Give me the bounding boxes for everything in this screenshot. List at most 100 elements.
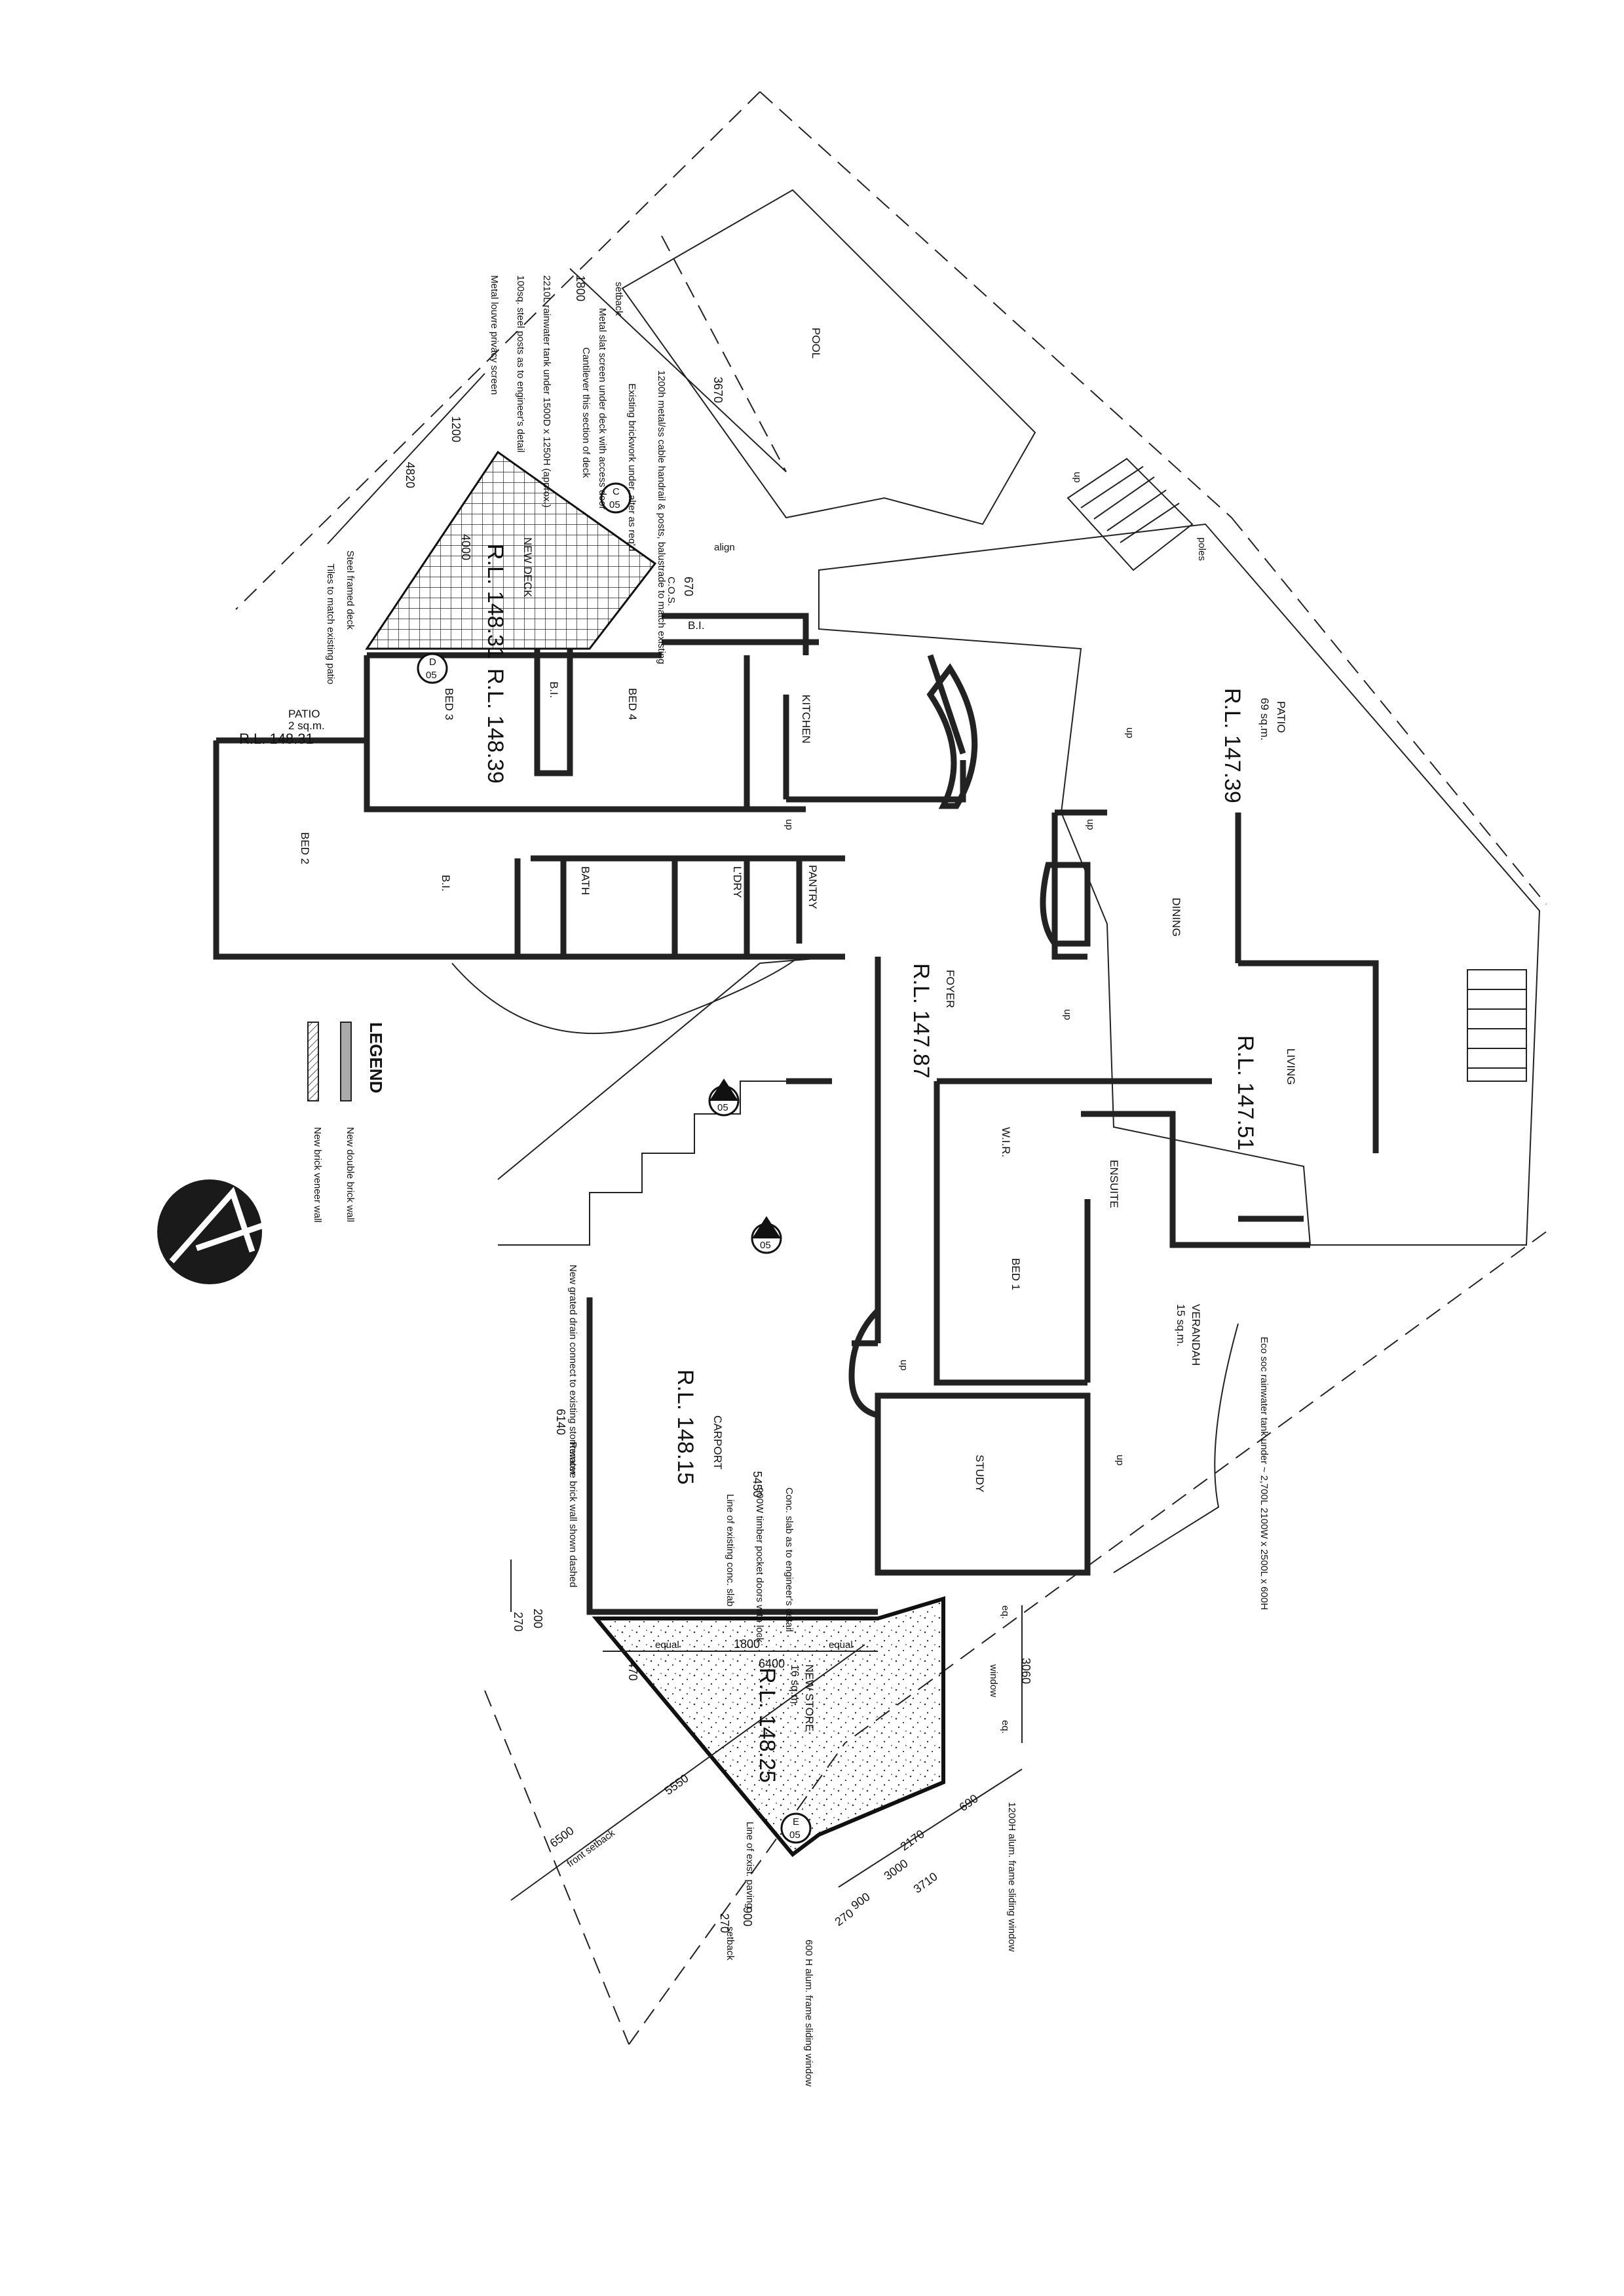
patio-main-rl: R.L. 147.39 <box>1220 688 1245 803</box>
living-stairs <box>1467 969 1527 1082</box>
bed3-rl: R.L. 148.39 <box>483 668 508 784</box>
note-drain: New grated drain connect to existing sto… <box>567 1265 578 1475</box>
note-posts: 100sq. steel posts as to engineer's deta… <box>515 275 526 453</box>
dining-bay <box>1040 862 1091 947</box>
bath-label: BATH <box>579 866 592 895</box>
north-arrow <box>157 1179 265 1284</box>
ensuite-label: ENSUITE <box>1108 1160 1120 1208</box>
section-marker-a <box>708 1079 740 1117</box>
section-d-letter: D <box>429 657 436 668</box>
bed3-label: BED 3 <box>443 688 455 720</box>
foyer-label: FOYER <box>944 970 956 1008</box>
dim-6140: 6140 <box>554 1409 567 1435</box>
patio-small-area: 2 sq.m. <box>288 719 325 732</box>
note-cantilever: Cantilever this section of deck <box>580 347 592 478</box>
wir-label: W.I.R. <box>1000 1127 1012 1157</box>
dining-label: DINING <box>1170 898 1182 937</box>
garden-arc <box>451 956 800 1035</box>
dim-1800-top: 1800 <box>574 275 587 301</box>
note-pocket-doors: 900W timber pocket doors with lock <box>754 1487 765 1643</box>
dim-4000: 4000 <box>459 534 472 560</box>
dim-3670: 3670 <box>711 377 725 403</box>
dim-270-bottom: 270 <box>718 1913 731 1933</box>
note-handrail: 1200h metal/ss cable handrail & posts, b… <box>656 370 667 664</box>
note-steel-deck: Steel framed deck <box>345 550 356 630</box>
section-b-sheet: 05 <box>760 1240 771 1251</box>
note-eco-tank: Eco soc rainwater tank under ~ 2,700L 21… <box>1258 1337 1270 1610</box>
bed1-label: BED 1 <box>1010 1258 1022 1290</box>
note-tank-deck: 2210L rainwater tank under 1500D x 1250H… <box>541 275 552 508</box>
dim-270: 270 <box>512 1612 525 1632</box>
section-c-sheet: 05 <box>609 499 620 510</box>
entry-stair <box>498 1081 793 1246</box>
dim-670: 670 <box>682 577 695 596</box>
pantry-label: PANTRY <box>806 865 819 909</box>
patio-main-label: PATIO <box>1275 701 1287 733</box>
patio-stairs <box>1067 457 1194 571</box>
note-window: window <box>988 1664 999 1697</box>
new-deck <box>365 450 657 650</box>
note-align: align <box>714 542 735 553</box>
bed2-label: BED 2 <box>299 832 311 864</box>
kitchen-label: KITCHEN <box>800 695 812 744</box>
note-setback: setback <box>725 1926 736 1961</box>
dim-5450: 5450 <box>751 1471 764 1497</box>
verandah-label: VERANDAH <box>1190 1304 1202 1366</box>
note-eq-2: eq. <box>1000 1720 1011 1734</box>
site-boundary <box>235 91 1547 2045</box>
note-conc-slab: Conc. slab as to engineer's detail <box>784 1487 795 1632</box>
section-b-letter: B <box>763 1227 770 1238</box>
foyer-rl: R.L. 147.87 <box>909 963 934 1079</box>
note-up-5: up <box>898 1360 909 1371</box>
section-marker-d <box>417 653 448 684</box>
dimension-lines <box>327 268 1023 1901</box>
dim-1200: 1200 <box>449 416 463 442</box>
dim-900-right: 900 <box>849 1890 873 1912</box>
pool-label: POOL <box>810 328 822 358</box>
bi-label-3: B.I. <box>688 619 705 632</box>
note-up-4: up <box>1062 1009 1073 1020</box>
dim-690: 690 <box>957 1791 981 1814</box>
dim-2170: 2170 <box>898 1827 927 1854</box>
note-up-6: up <box>1114 1455 1125 1466</box>
study-curve <box>1113 1323 1239 1573</box>
verandah-area: 15 sq.m. <box>1175 1304 1187 1347</box>
note-screen: Metal slat screen under deck with access… <box>597 308 608 510</box>
patio-main-area: 69 sq.m. <box>1258 698 1271 740</box>
note-remove-wall: Remove brick wall shown dashed <box>567 1442 578 1588</box>
section-a-sheet: 05 <box>717 1102 728 1113</box>
dim-200: 200 <box>531 1609 544 1628</box>
section-marker-e <box>780 1812 812 1844</box>
note-existing-paving: Line of exist. paving <box>744 1822 755 1909</box>
site-contour <box>497 956 839 1180</box>
bi-label-2: B.I. <box>440 875 452 892</box>
living-rl: R.L. 147.51 <box>1233 1035 1258 1151</box>
legend <box>307 1022 352 1101</box>
note-eq-1: eq. <box>1000 1605 1011 1619</box>
section-e-sheet: 05 <box>789 1829 801 1841</box>
note-brickwork: Existing brickwork under, alter as req'd <box>626 383 637 551</box>
carport-rl: R.L. 148.15 <box>673 1369 698 1485</box>
bi-label-1: B.I. <box>548 681 560 698</box>
dim-470: 470 <box>626 1661 639 1681</box>
lndry-label: L'DRY <box>731 866 744 898</box>
note-existing-slab: Line of existing conc. slab <box>725 1494 736 1607</box>
new-deck-rl: R.L. 148.31 <box>483 544 508 659</box>
dim-3710: 3710 <box>911 1870 940 1896</box>
section-c-letter: C <box>613 486 620 497</box>
legend-double-brick: New double brick wall <box>345 1127 356 1222</box>
note-setback-top: setback <box>613 282 624 316</box>
section-marker-c <box>600 482 632 514</box>
new-store-rl: R.L. 148.25 <box>755 1668 780 1783</box>
note-cos: C.O.S. <box>666 577 677 606</box>
new-deck-label: NEW DECK <box>521 537 534 598</box>
note-tiles: Tiles to match existing patio <box>325 564 336 685</box>
section-a-letter: A <box>721 1089 727 1100</box>
dim-4820: 4820 <box>404 462 417 488</box>
kitchen-bench <box>926 663 978 809</box>
note-privacy: Metal louvre privacy screen <box>489 275 500 395</box>
new-store <box>592 1596 945 1858</box>
walls <box>213 613 1379 1615</box>
note-equal-2: equal <box>829 1639 853 1651</box>
